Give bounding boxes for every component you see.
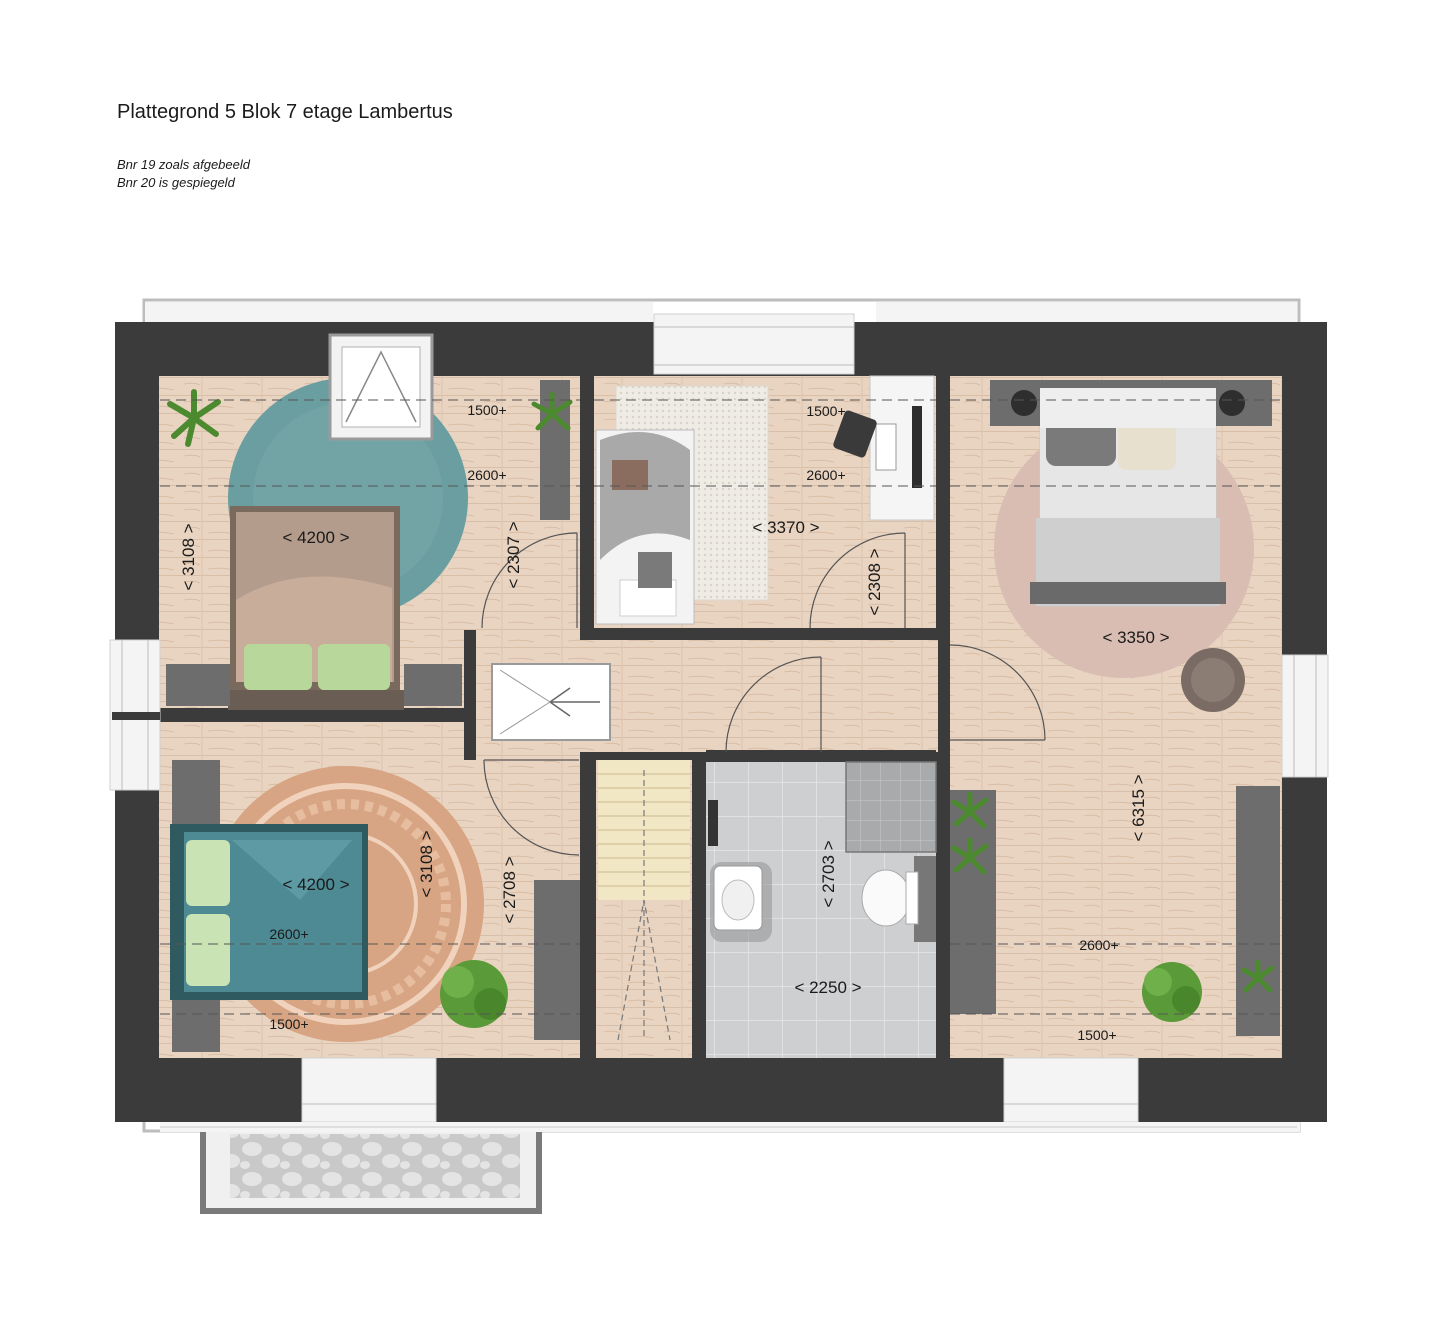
door-swing-icon [481, 532, 1046, 856]
wardrobe-top-left [540, 380, 570, 520]
cabinet-bottom-left [534, 880, 580, 1040]
plant-icon [167, 389, 221, 447]
sink-icon [710, 862, 772, 942]
window-bottom-left [301, 1057, 437, 1123]
stairs-icon [598, 760, 690, 1041]
cabinet-right [950, 790, 996, 1014]
plant-icon [440, 960, 508, 1028]
wardrobe-right [1236, 786, 1280, 1036]
dim-bedroom-top-left-depth: < 3108 > [179, 523, 198, 590]
dim-bedroom-right-width: < 3350 > [1102, 628, 1169, 647]
window-right [1281, 654, 1329, 778]
plan-note-bnr19: Bnr 19 zoals afgebeeld [117, 157, 250, 172]
plant-icon [1142, 962, 1202, 1022]
plant-icon [951, 837, 989, 875]
bath-shelf [708, 800, 718, 846]
window-bottom-right [1003, 1057, 1139, 1123]
window-top-middle [653, 313, 855, 375]
dim-corridor-middle: < 2308 > [865, 548, 884, 615]
lamp-right [1219, 390, 1245, 416]
dim-corridor-lower: < 2708 > [500, 856, 519, 923]
dim-corridor-upper: < 2307 > [504, 521, 523, 588]
dim-bathroom-depth: < 2703 > [819, 840, 838, 907]
nightstand-left [166, 664, 230, 706]
dim-bedroom-bottom-left-width: < 4200 > [282, 875, 349, 894]
dim-bathroom-width: < 2250 > [794, 978, 861, 997]
plant-icon [951, 791, 989, 829]
shower-floor [846, 762, 936, 852]
skylight-icon [328, 333, 434, 441]
mark-bedroom-bottom-left-high: 2600+ [269, 926, 308, 942]
plan-notes: Bnr 19 zoals afgebeeld Bnr 20 is gespieg… [117, 156, 250, 192]
mark-bedroom-middle-high: 2600+ [806, 467, 845, 483]
mark-bedroom-right-low: 1500+ [1077, 1027, 1116, 1043]
mark-bedroom-middle-low: 1500+ [806, 403, 845, 419]
mark-bedroom-right-high: 2600+ [1079, 937, 1118, 953]
balcony [200, 1120, 542, 1214]
dim-bedroom-top-left-width: < 4200 > [282, 528, 349, 547]
mark-bedroom-top-left-high: 2600+ [467, 467, 506, 483]
mark-bedroom-top-left-low: 1500+ [467, 402, 506, 418]
nightstand-right [404, 664, 462, 706]
height-lines [160, 399, 1282, 1015]
toilet-icon [861, 869, 919, 927]
dim-bedroom-middle-width: < 3370 > [752, 518, 819, 537]
dim-bedroom-right-depth: < 6315 > [1129, 774, 1148, 841]
plant-icon [1241, 959, 1275, 993]
plant-icon [531, 391, 573, 431]
bed-icon [228, 506, 404, 710]
bed-icon [170, 824, 368, 1000]
window-left [109, 639, 161, 791]
bed-icon [595, 429, 695, 625]
nightstand-bottom-left-top [172, 760, 220, 830]
chair-icon [833, 410, 877, 458]
plan-note-bnr20: Bnr 20 is gespiegeld [117, 175, 235, 190]
pouf-icon [1181, 648, 1245, 712]
lamp-left [1011, 390, 1037, 416]
skylight-icon [491, 663, 611, 741]
toilet-cabinet [914, 856, 936, 942]
page-title: Plattegrond 5 Blok 7 etage Lambertus [117, 101, 453, 123]
desk-icon [869, 375, 935, 521]
mark-bedroom-bottom-left-low: 1500+ [269, 1016, 308, 1032]
dim-bedroom-bottom-left-depth: < 3108 > [417, 830, 436, 897]
